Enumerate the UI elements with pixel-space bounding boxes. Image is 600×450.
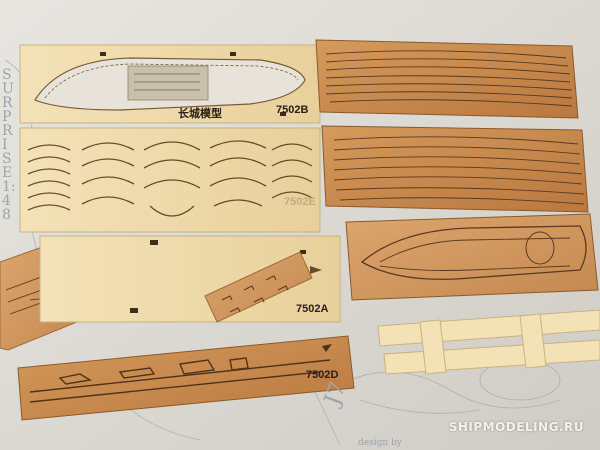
deck-outline (360, 225, 587, 280)
brand-mark: 长城模型 (178, 108, 222, 120)
watermark: SHIPMODELING.RU (448, 420, 584, 434)
sheet-planking-2 (321, 125, 589, 213)
keel-parts (29, 357, 331, 403)
sheet-7502e (19, 127, 321, 233)
sheet-7502b (19, 44, 321, 124)
label-7502e: 7502E (284, 196, 316, 208)
label-7502d: 7502D (306, 369, 339, 381)
sheet-deck (345, 213, 599, 301)
sheet-7502d (17, 335, 355, 421)
photo-etch-fret (127, 65, 209, 101)
label-7502a: 7502A (296, 303, 329, 315)
sheet-planking-1 (315, 39, 579, 119)
label-7502b: 7502B (276, 104, 309, 116)
frame-parts (27, 140, 313, 217)
sheet-ladder (377, 309, 600, 375)
small-parts-card (204, 251, 313, 323)
paper-title-vertical: SURPRISE 1:48 (2, 67, 16, 223)
paper-caption: design by (358, 438, 402, 448)
